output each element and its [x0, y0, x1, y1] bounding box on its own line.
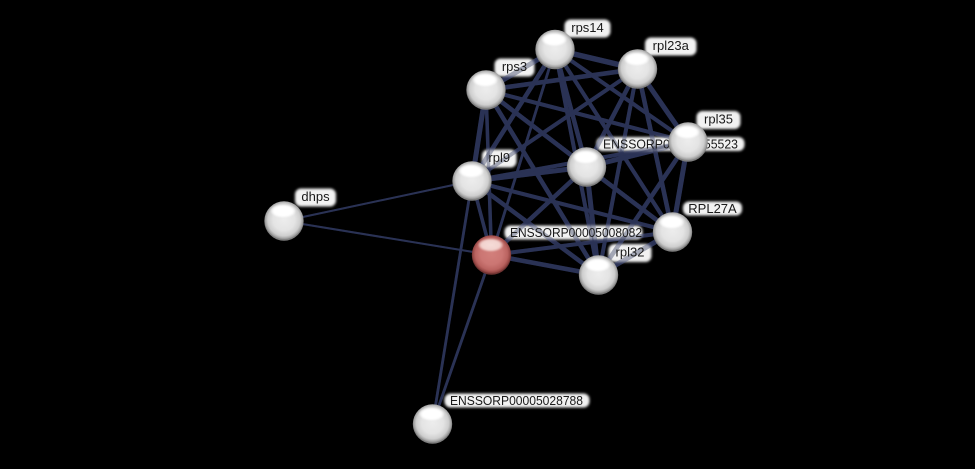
svg-text:ENSSORP00005008082: ENSSORP00005008082: [510, 225, 642, 240]
svg-text:dhps: dhps: [301, 189, 330, 204]
svg-text:RPL27A: RPL27A: [688, 201, 737, 216]
svg-text:rpl32: rpl32: [616, 245, 645, 260]
svg-text:rpl9: rpl9: [488, 150, 510, 165]
svg-text:rpl23a: rpl23a: [653, 38, 690, 53]
svg-text:rps3: rps3: [502, 59, 527, 74]
svg-text:rpl35: rpl35: [704, 112, 733, 127]
svg-text:rps14: rps14: [571, 20, 604, 35]
svg-text:ENSSORP00005028788: ENSSORP00005028788: [450, 393, 583, 408]
